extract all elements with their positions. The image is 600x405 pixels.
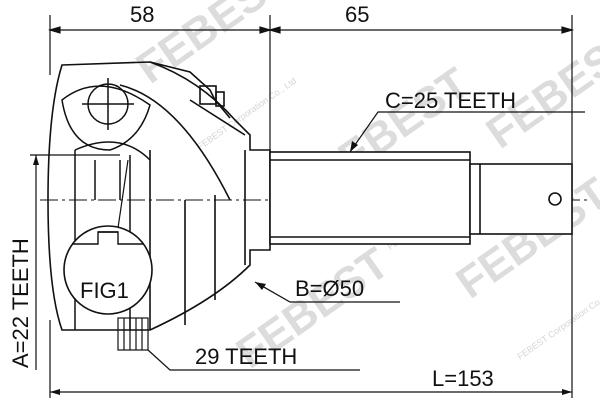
spline-c-label: C=25 TEETH bbox=[385, 88, 516, 113]
arrow-length-left bbox=[50, 389, 60, 395]
shaft-spline-body bbox=[269, 151, 471, 245]
arrow-length-right bbox=[562, 389, 572, 395]
shaft-hole bbox=[548, 192, 562, 206]
diameter-b-leader bbox=[254, 281, 400, 303]
arrow-spline-a-top bbox=[33, 155, 39, 165]
diameter-b-label: B=Ø50 bbox=[295, 276, 364, 301]
housing-contour bbox=[119, 84, 231, 201]
ring-teeth-leader bbox=[147, 349, 360, 371]
inner-race-upper bbox=[61, 85, 151, 151]
spline-c-leader bbox=[349, 111, 585, 153]
outer-housing bbox=[47, 61, 271, 331]
housing-step-2 bbox=[215, 91, 225, 107]
spline-c-leader-line bbox=[349, 111, 585, 153]
watermark-small-3: FEBEST Corporation Co., Ltd bbox=[515, 286, 600, 362]
arrow-top-right bbox=[561, 26, 575, 34]
fig1-label: FIG1 bbox=[80, 278, 129, 303]
shaft bbox=[269, 151, 573, 245]
fig1-leader bbox=[117, 159, 129, 229]
dimension-58: 58 bbox=[130, 2, 154, 27]
housing-shoulder-line bbox=[189, 99, 246, 136]
diameter-b-leader-line bbox=[254, 281, 400, 303]
arrow-top-left bbox=[47, 26, 61, 34]
arrow-spline-c bbox=[350, 141, 358, 152]
arrow-diameter-b bbox=[255, 282, 266, 290]
spline-a-label: A=22 TEETH bbox=[8, 238, 33, 368]
arrow-top-mid-left bbox=[259, 26, 273, 34]
abs-ring-body bbox=[117, 317, 149, 351]
abs-ring bbox=[117, 317, 360, 371]
ring-teeth-label: 29 TEETH bbox=[195, 344, 297, 369]
top-dimensions bbox=[47, 15, 575, 240]
dimension-65: 65 bbox=[345, 2, 369, 27]
cage-lower-arc bbox=[74, 141, 151, 161]
length-dimension bbox=[49, 240, 573, 398]
fig1-detail bbox=[63, 159, 153, 315]
arrow-top-mid-right bbox=[267, 26, 281, 34]
fig1-circle bbox=[63, 225, 153, 315]
dimension-length: L=153 bbox=[432, 366, 494, 391]
